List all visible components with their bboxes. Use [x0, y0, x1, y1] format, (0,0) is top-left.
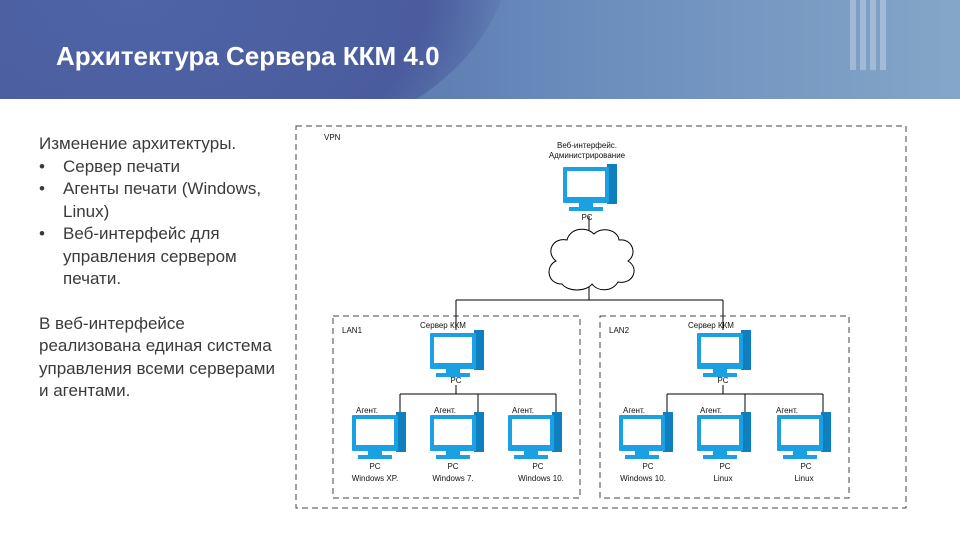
agent-caption: Агент. — [776, 406, 798, 415]
intro-text: Изменение архитектуры. — [39, 134, 237, 153]
computer-icon — [563, 164, 617, 211]
agent-caption: Агент. — [700, 406, 722, 415]
agent-pc-label: PC — [369, 462, 380, 471]
lan1-agent-3: Агент. PC Windows 10. — [508, 406, 564, 483]
web-caption-line2: Администрирование — [549, 151, 626, 160]
computer-icon — [352, 412, 406, 459]
lan2-label: LAN2 — [609, 326, 630, 335]
computer-icon — [777, 412, 831, 459]
agent-os-label: Linux — [794, 474, 813, 483]
agent-os-label: Linux — [713, 474, 732, 483]
page-title: Архитектура Сервера ККМ 4.0 — [56, 41, 440, 71]
lan2-server-pc-label: PC — [717, 376, 728, 385]
vpn-boundary — [295, 125, 907, 509]
agent-pc-label: PC — [447, 462, 458, 471]
lan1-server-node: Сервер ККМ PC — [420, 321, 484, 385]
list-item: Веб-интерфейс для управления сервером пе… — [39, 223, 289, 291]
agent-os-label: Windows 10. — [518, 474, 564, 483]
lan2-server-node: Сервер ККМ PC — [688, 321, 751, 385]
list-item: Сервер печати — [39, 156, 289, 179]
web-caption-line1: Веб-интерфейс. — [557, 141, 617, 150]
agent-caption: Агент. — [623, 406, 645, 415]
description-text: Изменение архитектуры. Сервер печати Аге… — [39, 133, 289, 403]
cloud-icon — [548, 228, 635, 291]
web-admin-node: Веб-интерфейс. Администрирование PC — [549, 141, 626, 222]
lan2-agent-3: Агент. PC Linux — [776, 406, 831, 483]
agent-pc-label: PC — [719, 462, 730, 471]
connection-lines — [399, 216, 824, 412]
lan1-agent-1: Агент. PC Windows XP. — [352, 406, 406, 483]
agent-os-label: Windows 7. — [432, 474, 473, 483]
lan2-boundary — [599, 315, 850, 499]
agent-pc-label: PC — [532, 462, 543, 471]
computer-icon — [619, 412, 673, 459]
header-stripes-decoration — [850, 0, 886, 70]
web-pc-label: PC — [581, 213, 592, 222]
feature-list: Сервер печати Агенты печати (Windows, Li… — [39, 156, 289, 291]
computer-icon — [508, 412, 562, 459]
vpn-label: VPN — [324, 133, 341, 142]
computer-icon — [697, 412, 751, 459]
lan1-agent-2: Агент. PC Windows 7. — [430, 406, 484, 483]
lan2-agent-1: Агент. PC Windows 10. — [619, 406, 673, 483]
summary-text: В веб-интерфейсе реализована единая сист… — [39, 313, 275, 401]
lan1-label: LAN1 — [342, 326, 363, 335]
agent-pc-label: PC — [642, 462, 653, 471]
lan1-server-caption: Сервер ККМ — [420, 321, 466, 330]
lan2-server-caption: Сервер ККМ — [688, 321, 734, 330]
lan2-agent-2: Агент. PC Linux — [697, 406, 751, 483]
computer-icon — [697, 330, 751, 377]
agent-pc-label: PC — [800, 462, 811, 471]
list-item: Агенты печати (Windows, Linux) — [39, 178, 289, 223]
computer-icon — [430, 330, 484, 377]
agent-caption: Агент. — [356, 406, 378, 415]
agent-os-label: Windows XP. — [352, 474, 399, 483]
lan1-server-pc-label: PC — [450, 376, 461, 385]
computer-icon — [430, 412, 484, 459]
header-arc-decoration — [0, 0, 510, 99]
agent-caption: Агент. — [434, 406, 456, 415]
header-banner — [0, 0, 960, 99]
agent-os-label: Windows 10. — [620, 474, 666, 483]
agent-caption: Агент. — [512, 406, 534, 415]
